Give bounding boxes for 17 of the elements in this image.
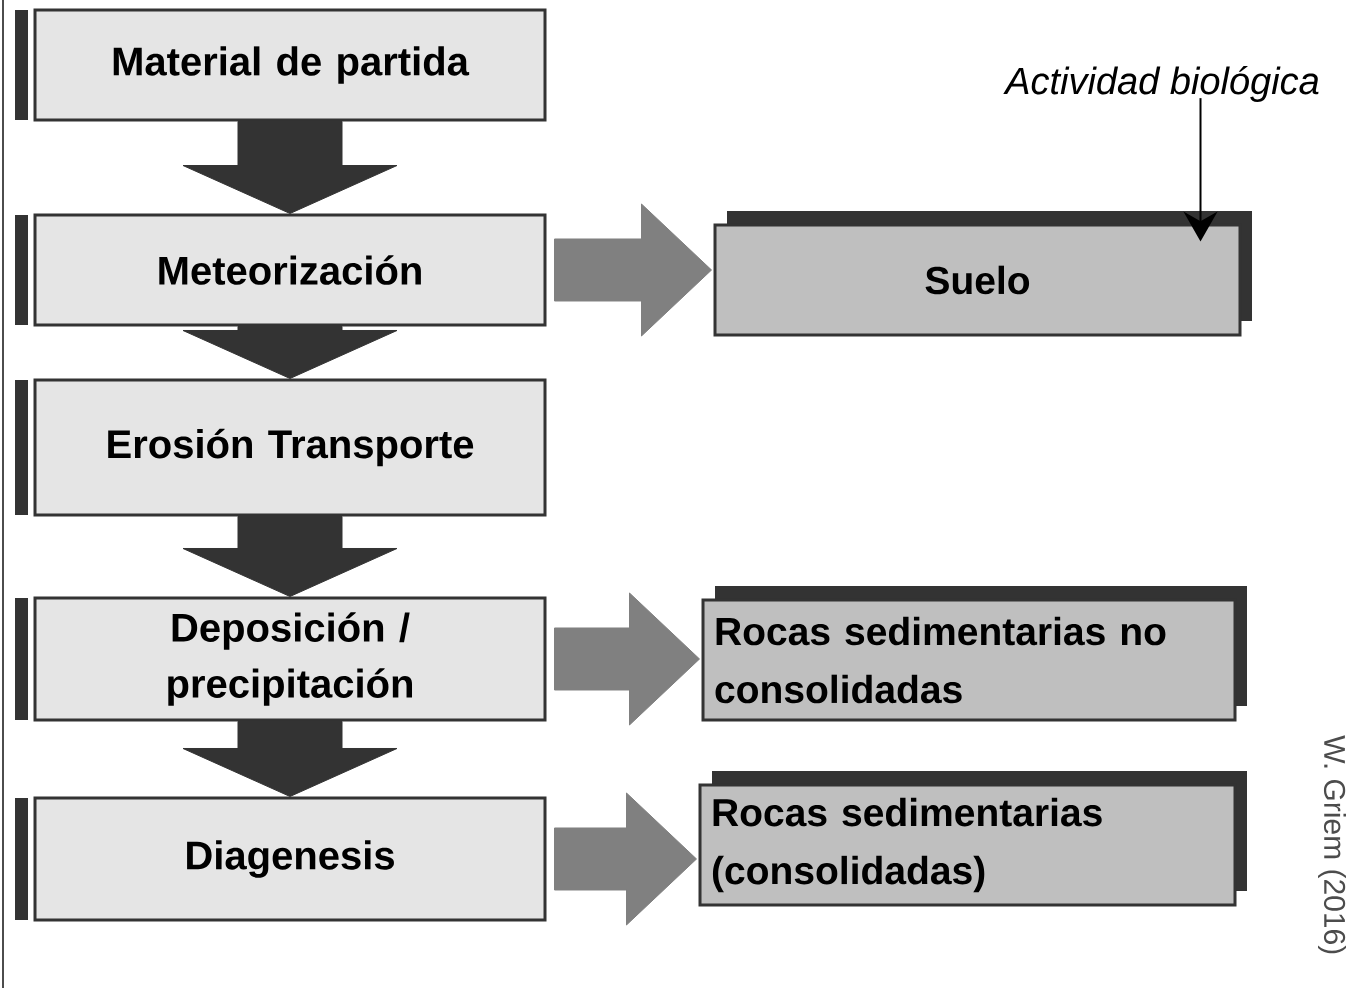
block-arrow: [554, 592, 700, 726]
block-arrow: [182, 721, 398, 797]
process-box: Erosión Transporte: [15, 378, 547, 517]
result-box: Suelo: [713, 211, 1252, 337]
process-box: Meteorización: [15, 213, 547, 327]
block-arrow: [182, 516, 398, 597]
process-box: Material de partida: [15, 8, 547, 122]
process-box: Deposición / precipitación: [15, 596, 547, 722]
block-arrow: [182, 121, 398, 214]
credit-text: W. Griem (2016): [1318, 735, 1346, 954]
block-arrow: [554, 792, 697, 926]
process-box: Diagenesis: [15, 796, 547, 922]
block-arrow: [554, 203, 712, 337]
result-box: Rocas sedimentarias (consolidadas): [698, 771, 1247, 907]
annotation-text: Actividad biológica: [1003, 66, 1319, 102]
result-box: Rocas sedimentarias no consolidadas: [701, 586, 1247, 722]
block-arrow: [182, 326, 398, 379]
